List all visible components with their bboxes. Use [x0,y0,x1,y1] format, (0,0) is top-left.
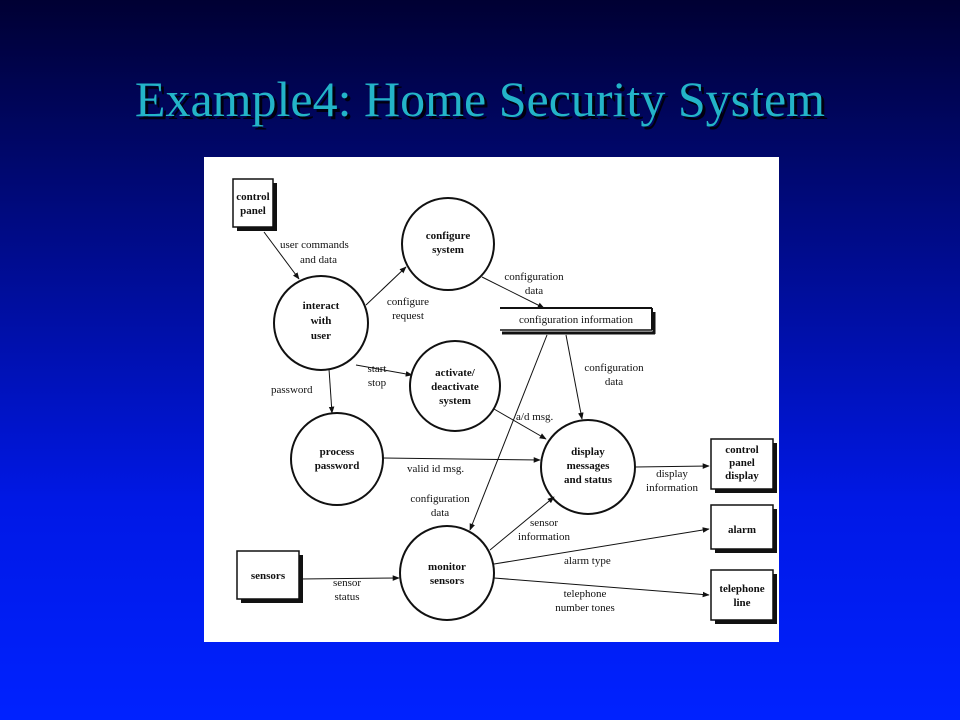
process-activate-line3: system [439,395,471,407]
entity-telephone-line: telephone line [710,569,777,624]
label-display-info-2: information [646,482,698,494]
process-monitor-sensors: monitor sensors [399,525,495,621]
process-activate-line1: activate/ [435,367,476,379]
process-display-line1: display [571,446,605,458]
label-user-commands-1: user commands [280,239,349,251]
process-activate-line2: deactivate [431,381,479,393]
label-display-info-1: display [656,468,688,480]
entity-telephone-line1: telephone [719,583,764,595]
process-password-line1: process [320,446,355,458]
entity-control-panel-display: control panel display [710,438,777,493]
flow-display-info-line [634,463,710,469]
entity-alarm-label: alarm [728,524,756,536]
label-sensor-info-1: sensor [530,517,558,529]
label-valid-id-msg: valid id msg. [407,463,464,475]
process-interact-line1: interact [303,300,340,312]
flow-sensor-info-line [489,496,555,551]
process-monitor-line1: monitor [428,561,466,573]
flow-configure-request-line [365,266,407,306]
label-ad-msg: a/d msg. [516,411,554,423]
process-display-line3: and status [564,474,613,486]
entity-cpd-line1: control [725,444,758,456]
label-telephone-tones-1: telephone [564,588,607,600]
diagram-canvas: control panel sensors control panel disp… [232,178,777,624]
label-config-data-1a: configuration [504,271,564,283]
entity-cpd-line3: display [725,470,759,482]
process-password-line2: password [315,460,360,472]
flow-config-data-1-line [481,276,545,309]
label-configure-request-1: configure [387,296,429,308]
label-config-data-3b: data [431,507,449,519]
label-config-data-1b: data [525,285,543,297]
label-sensor-status-1: sensor [333,577,361,589]
entity-control-panel-line1: control [236,191,269,203]
label-password: password [271,384,313,396]
label-alarm-type: alarm type [564,555,611,567]
entity-sensors: sensors [236,550,303,603]
entity-sensors-label: sensors [251,570,286,582]
entity-telephone-line2: line [733,597,750,609]
entity-alarm: alarm [710,504,777,553]
flow-config-data-3-line [469,334,548,531]
process-interact-with-user: interact with user [273,275,369,371]
slide-title: Example4: Home Security System [134,71,826,127]
label-config-data-2a: configuration [584,362,644,374]
entity-control-panel: control panel [232,178,277,231]
label-config-data-2b: data [605,376,623,388]
process-interact-line2: with [311,315,332,327]
process-monitor-line2: sensors [430,575,465,587]
flow-ad-msg-line [493,408,547,440]
flow-alarm-type-line [493,527,710,565]
flow-telephone-tones-line [493,577,710,598]
label-user-commands-2: and data [300,254,337,266]
label-stop: stop [368,377,387,389]
data-flow-diagram: control panel sensors control panel disp… [204,157,779,642]
flow-user-commands-line [263,231,300,280]
label-telephone-tones-2: number tones [555,602,615,614]
entity-control-panel-line2: panel [240,205,266,217]
process-configure-line1: configure [426,230,471,242]
process-configure-line2: system [432,244,464,256]
label-sensor-info-2: information [518,531,570,543]
flow-valid-id-line [382,457,541,463]
datastore-configuration-information: configuration information [500,307,656,335]
process-display-messages: display messages and status [540,419,636,515]
entity-cpd-line2: panel [729,457,755,469]
flow-password-line [328,368,335,414]
process-configure-system: configure system [401,197,495,291]
flow-config-data-2-line [565,334,584,420]
process-interact-line3: user [311,330,331,342]
process-activate-deactivate: activate/ deactivate system [409,340,501,432]
flow-start-stop-line [355,364,413,377]
datastore-label: configuration information [519,314,633,326]
label-config-data-3a: configuration [410,493,470,505]
label-start: start [368,363,387,375]
label-configure-request-2: request [392,310,424,322]
process-display-line2: messages [567,460,610,472]
flow-lines [263,231,710,598]
flow-sensor-status-line [299,575,400,581]
label-sensor-status-2: status [334,591,359,603]
process-process-password: process password [290,412,384,506]
